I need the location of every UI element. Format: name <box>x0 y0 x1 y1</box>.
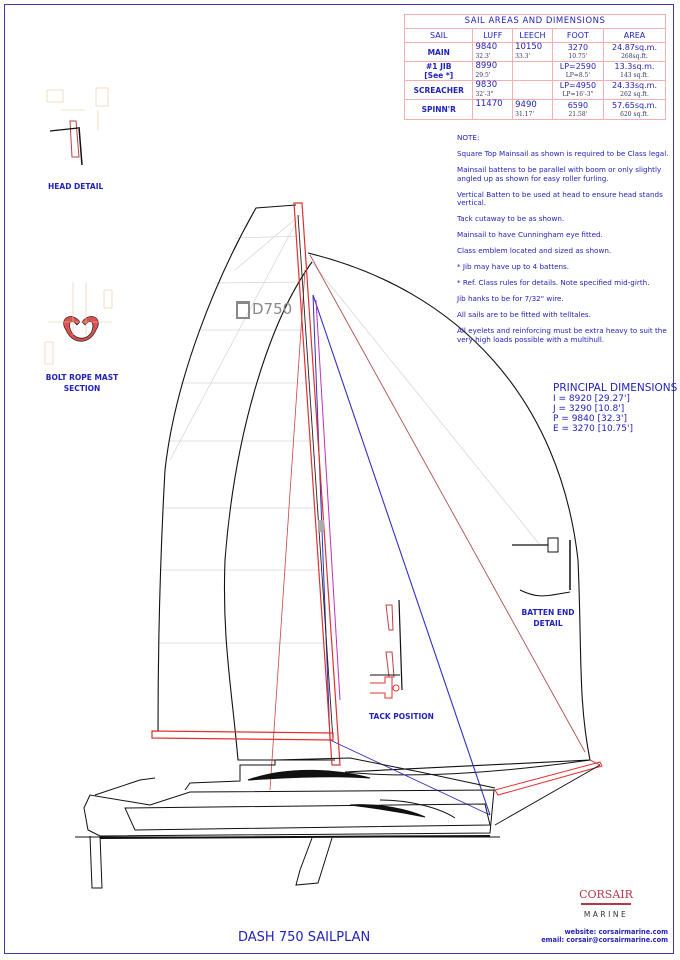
spinnaker-outline <box>307 252 591 773</box>
note-item: * Ref. Class rules for details. Note spe… <box>457 278 650 288</box>
main-battens <box>158 214 541 644</box>
spinnaker-luff <box>309 254 586 753</box>
logo-wave-icon <box>581 903 631 905</box>
col-header-area: AREA <box>603 28 666 43</box>
sail-areas-table: SAIL AREAS AND DIMENSIONS SAIL LUFF LEEC… <box>403 14 666 120</box>
drawing-title: DASH 750 SAILPLAN <box>238 930 371 945</box>
note-item: Vertical Batten to be used at head to en… <box>457 189 663 208</box>
col-header-leech: LEECH <box>512 28 553 43</box>
mast <box>293 202 341 766</box>
drawing-border <box>4 4 674 954</box>
website-link[interactable]: website: corsairmarine.com <box>564 928 668 936</box>
class-emblem: D750 <box>236 300 292 319</box>
col-header-sail: SAIL <box>403 28 474 43</box>
note-item: All sails are to be fitted with telltale… <box>457 310 591 320</box>
bolt-rope-section-drawing <box>44 282 113 365</box>
note-item: * Jib may have up to 4 battens. <box>457 262 570 272</box>
note-item: Mainsail to have Cunningham eye fitted. <box>457 230 603 240</box>
dimension-p: P = 9840 [32.3'] <box>553 414 627 424</box>
boom <box>151 730 334 741</box>
note-item: Tack cutaway to be as shown. <box>457 214 565 224</box>
dimension-i: I = 8920 [29.27'] <box>553 394 630 404</box>
notes-heading: NOTE: <box>457 133 480 142</box>
principal-dimensions-title: PRINCIPAL DIMENSIONS <box>553 382 678 394</box>
note-item: Jib hanks to be for 7/32" wire. <box>457 294 564 304</box>
notes-block: NOTE: Square Top Mainsail as shown is re… <box>457 133 672 352</box>
hull <box>75 757 500 889</box>
bolt-rope-label: BOLT ROPE MAST SECTION <box>45 373 119 393</box>
col-header-luff: LUFF <box>472 28 514 43</box>
forestay <box>312 294 491 816</box>
head-detail-drawing <box>46 87 109 166</box>
note-item: Mainsail battens to be parallel with boo… <box>457 164 662 183</box>
note-item: Square Top Mainsail as shown is required… <box>457 148 669 158</box>
col-header-foot: FOOT <box>551 28 605 43</box>
note-item: All eyelets and reinforcing must be extr… <box>457 326 667 344</box>
corsair-marine-logo: CORSAIR MARINE <box>579 888 633 919</box>
tack-detail-drawing <box>370 599 403 699</box>
jib-outline <box>223 261 335 761</box>
note-item: Class emblem located and sized as shown. <box>457 246 612 256</box>
batten-end-detail-label: BATTEN END DETAIL <box>521 608 575 628</box>
email-link[interactable]: email: corsair@corsairmarine.com <box>541 936 668 944</box>
contact-info: website: corsairmarine.com email: corsai… <box>530 928 668 944</box>
head-detail-label: HEAD DETAIL <box>48 182 104 191</box>
batten-end-detail-drawing <box>512 537 571 597</box>
bowsprit <box>494 761 603 796</box>
mainsail-outline <box>157 204 297 732</box>
tack-position-label: TACK POSITION <box>369 712 434 721</box>
dimension-e: E = 3270 [10.75'] <box>553 424 633 434</box>
table-title: SAIL AREAS AND DIMENSIONS <box>404 14 666 29</box>
dimension-j: J = 3290 [10.8'] <box>553 404 625 414</box>
spreader <box>318 520 324 532</box>
principal-dimensions: PRINCIPAL DIMENSIONS I = 8920 [29.27'] J… <box>553 383 677 434</box>
emblem-icon <box>236 300 250 319</box>
